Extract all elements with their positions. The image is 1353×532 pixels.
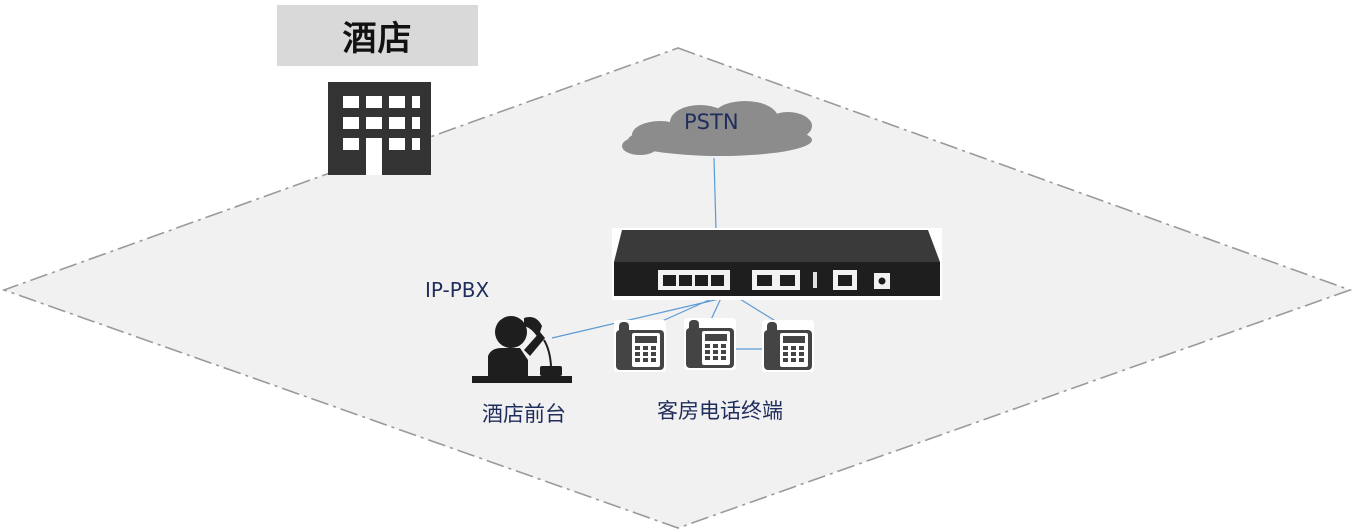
hotel-title: 酒店 [277, 5, 478, 66]
room-phone-icon [684, 318, 736, 370]
receptionist-icon [472, 316, 572, 383]
reception-label: 酒店前台 [482, 402, 566, 426]
ip-pbx-label: IP-PBX [425, 278, 490, 302]
room-phones-label: 客房电话终端 [657, 399, 783, 423]
room-phone-icon [762, 320, 814, 372]
room-phone-icon [614, 320, 666, 372]
building-icon [328, 82, 431, 175]
pstn-cloud-icon [622, 101, 812, 156]
pstn-label: PSTN [684, 110, 739, 134]
ip-pbx-device [612, 228, 942, 300]
